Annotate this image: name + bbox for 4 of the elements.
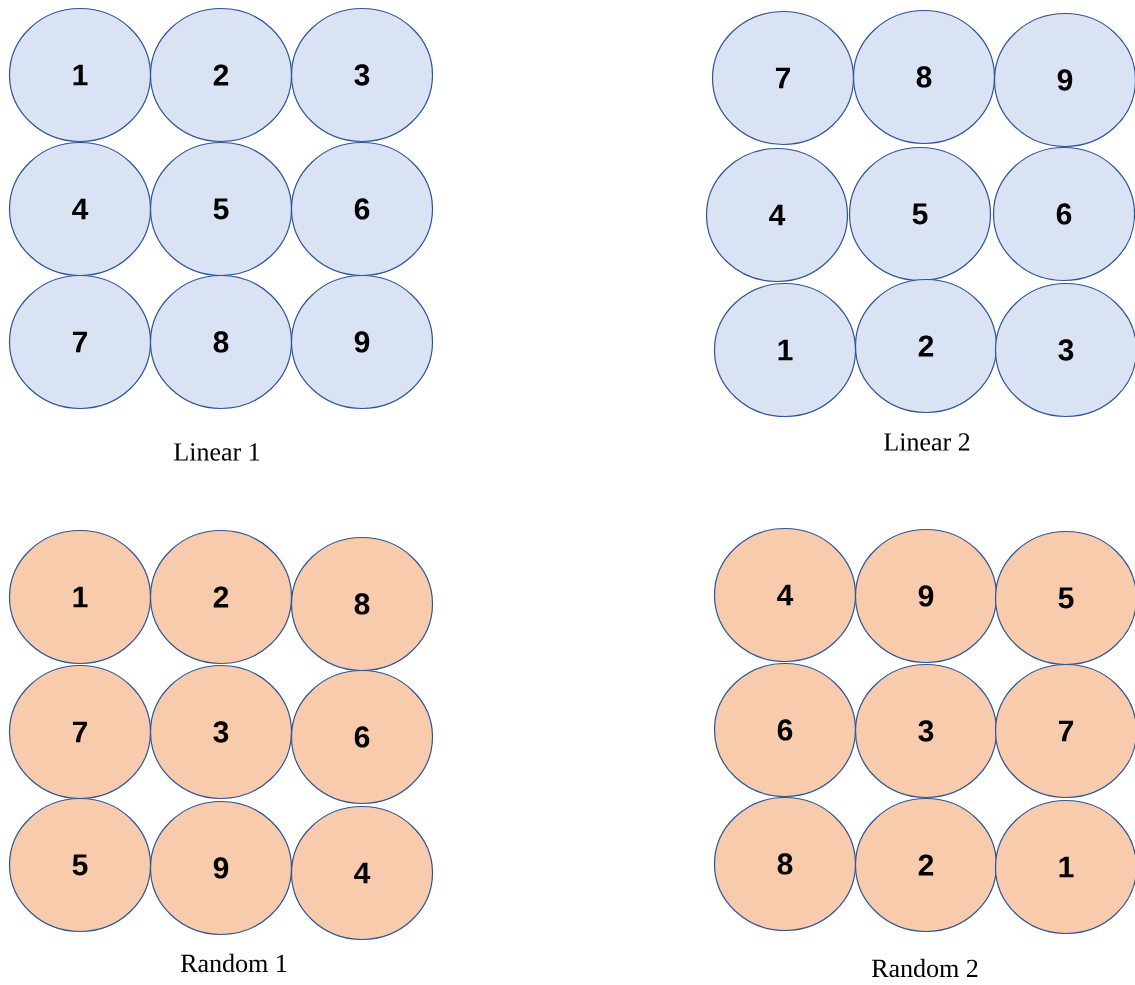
caption: Random 2 <box>871 958 978 978</box>
caption: Random 1 <box>180 953 287 973</box>
caption: Linear 2 <box>884 433 970 451</box>
caption: Linear 1 <box>174 443 260 461</box>
